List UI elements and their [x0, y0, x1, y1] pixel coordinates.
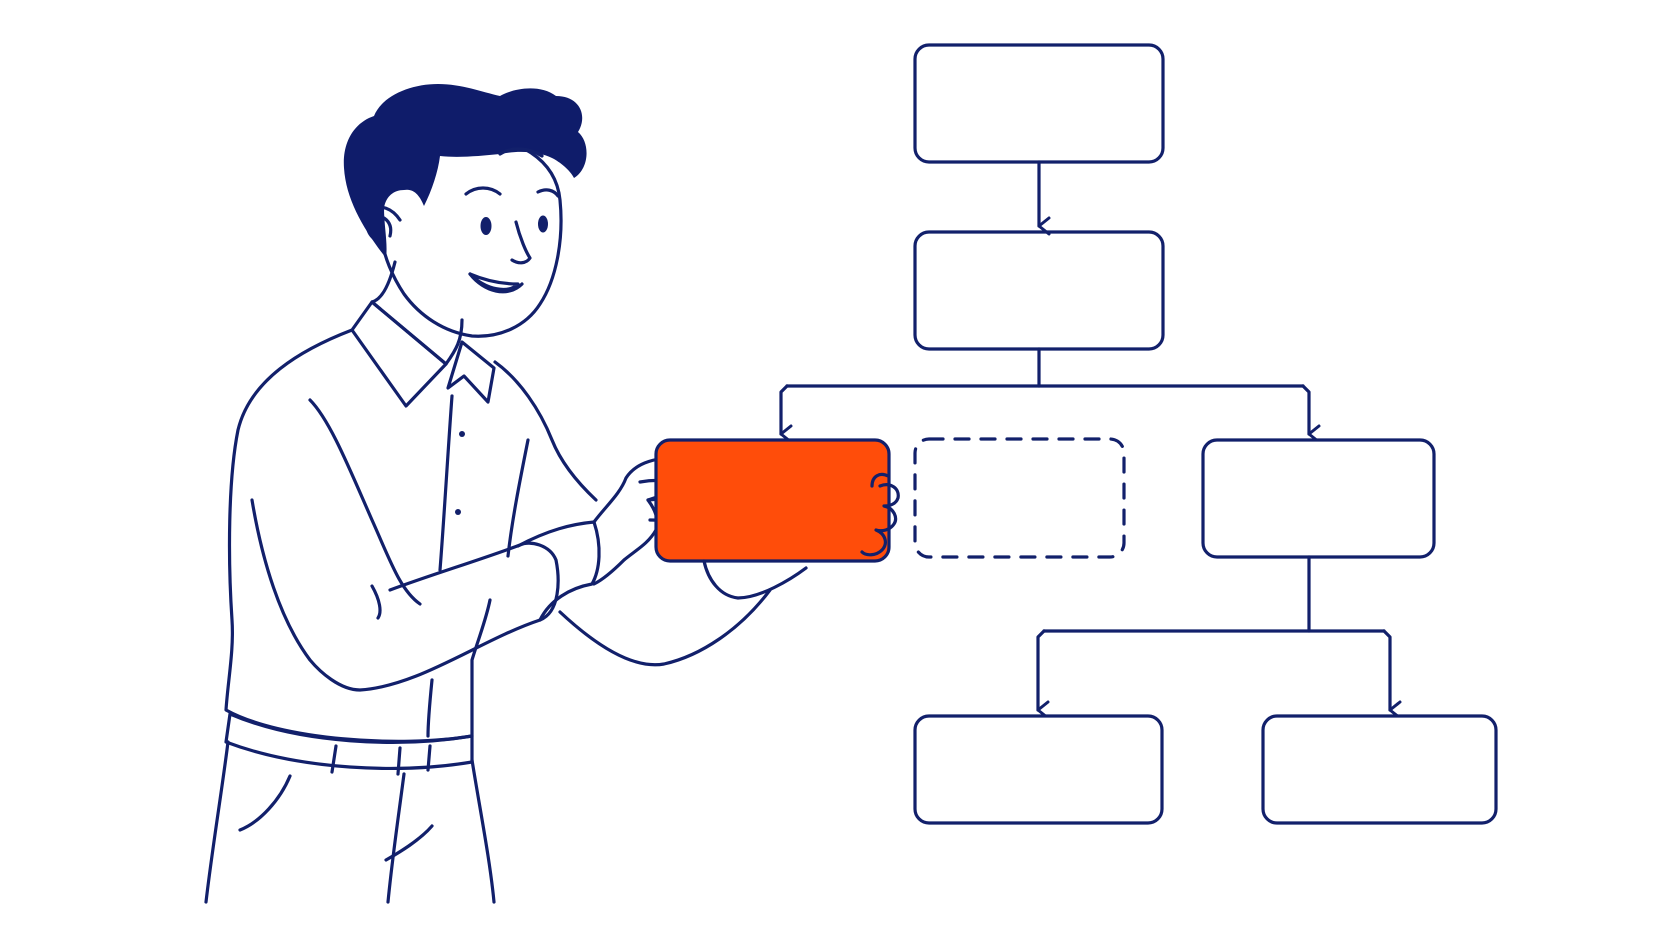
neck: [370, 260, 464, 366]
pants-right-edge: [470, 758, 496, 904]
mouth-smile: [468, 272, 524, 294]
belt-loop: [330, 744, 338, 774]
shirt-fold-lower: [426, 678, 434, 738]
pants-center-seam: [386, 772, 406, 904]
flowchart-node-top: [913, 43, 1165, 164]
right-hand: [860, 483, 900, 557]
ear-inner: [382, 216, 393, 238]
person-illustration: [204, 84, 900, 904]
shirt-outline: [224, 328, 492, 743]
shirt-fold-right: [506, 438, 530, 558]
flowchart-node-second: [913, 230, 1165, 351]
mouth: [468, 272, 520, 292]
left-cuff: [516, 520, 601, 622]
eyebrow-left: [464, 186, 502, 196]
flowchart-node-right: [1201, 438, 1436, 559]
belt-loop: [396, 746, 402, 776]
belt-loop: [426, 744, 432, 772]
shirt-button: [455, 509, 461, 515]
hair-curl: [498, 147, 544, 158]
right-hand-thumb: [870, 472, 890, 488]
connector-right-branch-left: [1036, 629, 1050, 720]
shirt-collar-right: [446, 340, 496, 404]
pants-left-edge: [204, 740, 230, 904]
hair: [343, 84, 587, 258]
left-arm-crease: [370, 584, 382, 620]
eye-right: [538, 215, 548, 233]
connector-branch-left-corner: [779, 384, 793, 444]
shirt-fold-left: [308, 398, 422, 606]
connector-branch-right-corner: [1301, 384, 1321, 444]
right-arm: [558, 588, 772, 667]
flowchart: [779, 43, 1498, 825]
orange-card: [654, 438, 891, 563]
shirt-right-side: [493, 360, 598, 502]
pants-pocket: [384, 824, 434, 862]
eye-left: [480, 217, 492, 235]
right-hand-lower: [702, 559, 808, 600]
belt: [224, 712, 474, 770]
flowchart-node-bottom-right: [1261, 714, 1498, 825]
shirt-button: [459, 431, 465, 437]
shirt-fold-placket: [438, 394, 454, 572]
pants-fold: [238, 774, 292, 832]
placeholder-slot: [913, 437, 1126, 559]
connector-right-branch-right: [1382, 629, 1402, 720]
flowchart-node-bottom-left: [913, 714, 1164, 825]
eyebrow-right: [536, 188, 560, 198]
nose: [510, 220, 532, 265]
